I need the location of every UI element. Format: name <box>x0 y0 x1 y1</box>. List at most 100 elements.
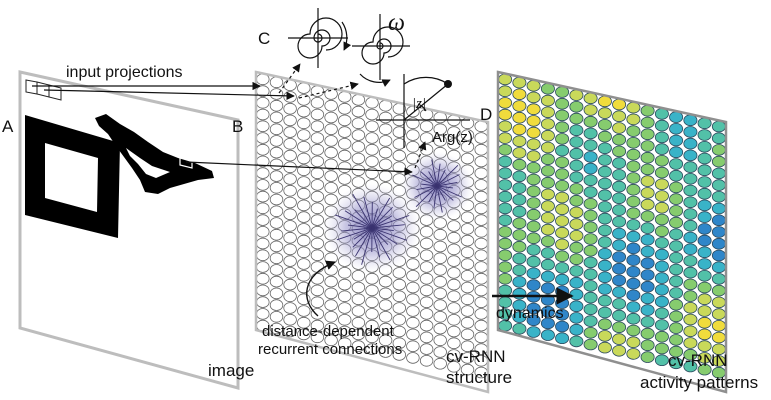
oscillator-unit <box>297 176 311 188</box>
oscillator-unit <box>310 132 325 144</box>
activity-unit <box>626 336 641 349</box>
oscillator-unit <box>406 141 420 153</box>
activity-unit <box>654 319 669 331</box>
activity-unit <box>654 330 669 343</box>
oscillator-unit <box>256 97 270 109</box>
activity-unit <box>512 276 527 288</box>
activity-unit <box>597 107 612 119</box>
oscillator-unit <box>392 290 407 303</box>
oscillator-unit <box>365 108 379 121</box>
recurrent-connection-line <box>436 174 460 187</box>
polar-diagram <box>376 74 470 148</box>
activity-unit <box>711 319 726 332</box>
activity-unit <box>526 302 541 315</box>
activity-unit <box>640 151 655 164</box>
activity-unit <box>512 311 527 323</box>
activity-unit <box>540 106 555 119</box>
activity-unit <box>669 298 684 311</box>
oscillator-unit <box>269 205 284 218</box>
oscillator-unit <box>310 120 325 132</box>
activity-unit <box>583 280 598 292</box>
activity-unit <box>555 226 570 239</box>
oscillator-unit <box>269 146 284 159</box>
activity-unit <box>711 167 726 180</box>
activity-unit <box>569 312 584 324</box>
oscillator-unit <box>392 278 407 291</box>
activity-unit <box>612 169 627 181</box>
activity-unit <box>569 112 584 125</box>
activity-unit <box>654 166 669 179</box>
activity-unit <box>555 144 570 157</box>
oscillator-unit <box>283 173 297 185</box>
activity-unit <box>498 85 513 97</box>
oscillator-unit <box>433 123 447 135</box>
activity-unit <box>512 217 527 230</box>
activity-unit <box>498 108 513 121</box>
activity-unit <box>597 189 612 202</box>
oscillator-unit <box>365 284 379 297</box>
activity-unit <box>569 241 584 254</box>
recurrent-connection-line <box>428 171 438 187</box>
oscillator-unit <box>351 316 366 329</box>
activity-unit <box>526 115 541 127</box>
activity-unit <box>526 162 541 174</box>
oscillator-unit <box>474 143 488 156</box>
oscillator-unit <box>269 193 284 206</box>
structure-panel: B cv-RNN structure distance-dependent re… <box>232 70 512 394</box>
activity-unit <box>669 263 684 276</box>
activity-unit <box>555 273 570 286</box>
oscillator-unit <box>460 129 475 141</box>
activity-unit <box>612 157 627 169</box>
activity-unit <box>640 128 655 141</box>
oscillator-unit <box>447 231 461 244</box>
recurrent-connection-line <box>428 185 438 203</box>
oscillator-unit <box>310 308 325 320</box>
oscillator-unit <box>392 337 407 350</box>
oscillator-unit <box>297 258 311 270</box>
activity-unit <box>683 348 698 361</box>
activity-unit <box>526 185 541 198</box>
activity-unit <box>555 156 570 169</box>
activity-unit <box>569 136 584 148</box>
image-label: image <box>208 361 254 380</box>
activity-unit <box>526 173 541 186</box>
activity-unit <box>569 147 584 160</box>
oscillator-unit <box>338 266 352 279</box>
oscillator-unit <box>419 319 434 332</box>
activity-unit <box>583 162 598 175</box>
activity-unit <box>526 138 541 151</box>
activity-unit <box>640 269 655 281</box>
activity-unit <box>569 206 584 219</box>
activity-unit <box>540 94 555 107</box>
activity-unit <box>669 322 684 334</box>
structure-frame <box>254 70 490 394</box>
oscillator-unit <box>351 305 366 317</box>
activity-unit <box>540 223 555 236</box>
oscillator-unit <box>324 334 338 347</box>
activity-unit <box>683 173 698 185</box>
activity-unit <box>498 167 513 180</box>
recurrent-connection-line <box>336 227 373 241</box>
oscillator-unit <box>460 211 475 224</box>
oscillator-unit <box>310 108 325 121</box>
activity-unit <box>583 315 598 327</box>
oscillator-unit <box>460 363 475 376</box>
oscillator-unit <box>419 354 434 367</box>
activity-unit <box>597 154 612 166</box>
activity-unit <box>597 165 612 178</box>
panel-label-a: A <box>2 117 14 136</box>
oscillator-unit <box>324 170 338 182</box>
activity-unit <box>498 190 513 203</box>
oscillator-unit <box>269 299 284 311</box>
activity-unit <box>540 317 555 330</box>
activity-unit <box>569 218 584 230</box>
oscillator-unit <box>474 319 488 332</box>
oscillator-unit <box>365 296 379 309</box>
oscillator-unit <box>338 313 352 326</box>
oscillator-unit <box>283 290 297 303</box>
oscillator-unit <box>269 287 284 300</box>
oscillator-unit <box>269 88 284 100</box>
rectangle-shape <box>25 115 120 238</box>
activity-unit <box>683 301 698 314</box>
oscillator-unit <box>447 313 461 326</box>
